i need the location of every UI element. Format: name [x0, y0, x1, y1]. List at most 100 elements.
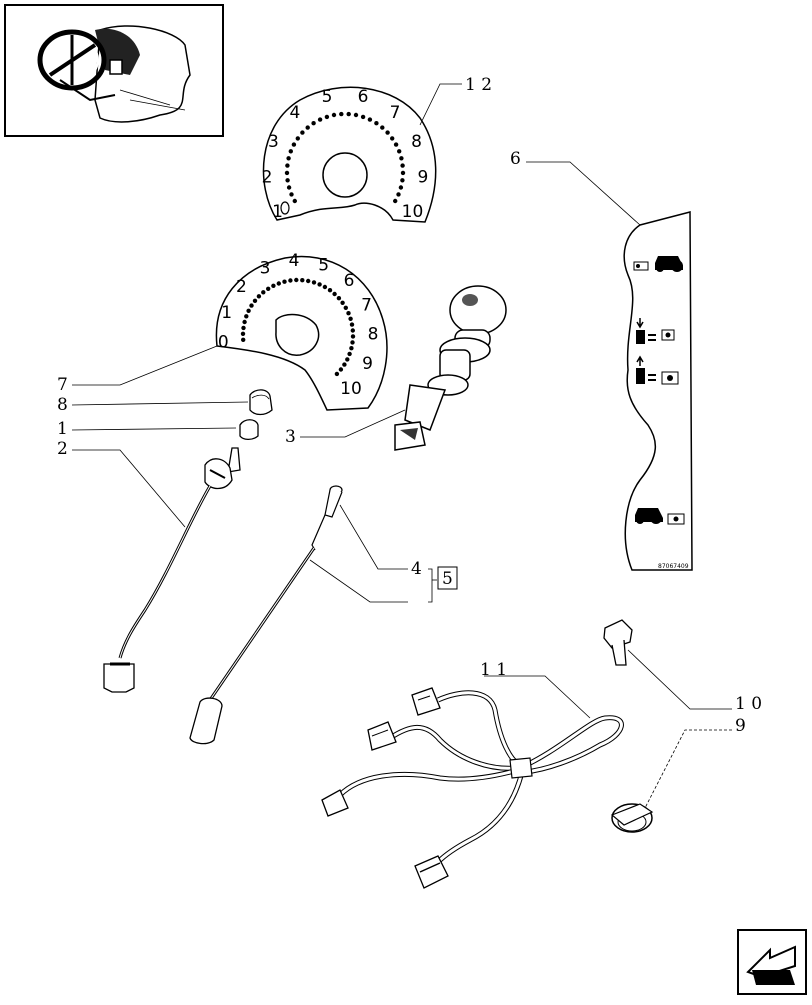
dial-tick-dot [334, 371, 340, 377]
dial-tick-dot [338, 367, 344, 372]
dial-number-label: 6 [344, 271, 355, 291]
dial-tick-dot [374, 121, 379, 126]
dial-tick-dot [340, 300, 345, 305]
dial-number-label: 10 [402, 202, 424, 222]
dial-tick-dot [305, 125, 310, 130]
cap-part-1[interactable] [239, 419, 259, 441]
dial-lower-tick-dots [240, 277, 356, 377]
dial-tick-dot [343, 305, 348, 310]
dial-tick-dot [347, 351, 352, 357]
decal-code: 87067409 [658, 563, 689, 570]
bolt-part-10[interactable] [603, 619, 633, 666]
dial-tick-dot [306, 278, 311, 284]
lift-down-symbol [636, 318, 675, 344]
nav-arrow-icon[interactable] [737, 929, 807, 995]
dial-number-label: 8 [368, 325, 379, 345]
dial-number-label: 1 [272, 202, 283, 222]
dial-tick-dot [266, 286, 271, 291]
hose-clamp-part-9[interactable] [610, 803, 654, 833]
thumbnail-tractor-cab-icon[interactable] [4, 4, 224, 137]
dial-number-label: 0 [218, 333, 229, 353]
dial-tick-dot [300, 278, 305, 283]
dial-tick-dot [336, 296, 342, 301]
dial-tick-dot [261, 290, 266, 295]
callout-11: 1 1 [480, 660, 507, 680]
dial-number-label: 6 [358, 87, 369, 107]
dial-tick-dot [289, 192, 294, 197]
dial-tick-dot [350, 340, 355, 345]
dial-tick-dot [288, 149, 293, 154]
dial-number-label: 2 [236, 277, 247, 297]
dial-tick-dot [400, 163, 405, 168]
sensor-wire-harness[interactable] [103, 447, 241, 693]
dial-tick-dot [242, 319, 247, 325]
dial-tick-dot [400, 170, 406, 176]
dial-tick-dot [349, 322, 355, 327]
dial-upper-tick-dots [284, 111, 406, 204]
dial-tick-dot [393, 198, 398, 204]
dial-number-label: 3 [268, 132, 279, 152]
instrument-decal-panel[interactable]: 87067409 [623, 211, 693, 571]
dial-tick-dot [345, 357, 350, 362]
dial-tick-dot [294, 277, 299, 283]
dial-tick-dot [380, 125, 385, 130]
dial-tick-dot [348, 316, 353, 321]
wiring-harness[interactable] [321, 687, 624, 889]
dial-tick-dot [346, 111, 351, 117]
dial-tick-dot [390, 136, 395, 141]
dial-tick-dot [397, 149, 402, 154]
dial-tick-dot [241, 325, 246, 331]
dial-number-label: 4 [289, 103, 300, 123]
dial-number-label: 2 [262, 168, 273, 188]
dial-number-label: 3 [260, 259, 271, 279]
dial-tick-dot [311, 121, 316, 126]
callout-3: 3 [285, 427, 296, 447]
dial-tick-dot [346, 311, 351, 316]
dial-tick-dot [327, 288, 333, 293]
dial-tick-dot [285, 178, 290, 183]
temperature-probe[interactable] [189, 485, 343, 745]
callout-8: 8 [57, 395, 68, 415]
dial-tick-dot [317, 117, 323, 122]
dial-tick-dot [292, 198, 297, 204]
callout-1: 1 [57, 419, 68, 439]
dial-number-label: 5 [322, 87, 333, 107]
dial-number-label: 10 [340, 379, 362, 399]
dial-tick-dot [400, 178, 405, 183]
tractor-icon [655, 256, 683, 272]
dial-tick-dot [396, 192, 401, 197]
dial-number-label: 1 [221, 303, 232, 323]
dial-tick-dot [252, 298, 258, 303]
cap-part-8[interactable] [249, 389, 273, 416]
dial-tick-dot [240, 331, 246, 336]
callout-5: 5 [442, 569, 453, 589]
dial-tick-dot [241, 337, 246, 342]
dial-tick-dot [295, 136, 300, 141]
dial-tick-dot [339, 111, 344, 117]
dial-tick-dot [331, 112, 337, 118]
control-lever-knob[interactable] [394, 285, 507, 451]
callout-12: 1 2 [465, 75, 492, 95]
dial-tick-dot [288, 278, 293, 283]
dial-tick-dot [398, 185, 404, 190]
dial-tick-dot [399, 156, 404, 161]
dial-tick-dot [393, 142, 399, 147]
dial-tick-dot [332, 291, 337, 297]
callout-2: 2 [57, 439, 68, 459]
dial-tick-dot [385, 130, 390, 135]
dial-tick-dot [276, 281, 281, 286]
dial-number-label: 9 [417, 168, 428, 188]
dial-tick-dot [350, 328, 355, 333]
dial-number-label: 7 [390, 103, 401, 123]
dial-tick-dot [353, 112, 359, 118]
tractor-bottom-icon [635, 508, 685, 525]
dial-number-label: 8 [411, 132, 422, 152]
dial-tick-dot [286, 156, 291, 161]
dial-tick-dot [246, 308, 251, 313]
dial-tick-dot [311, 280, 317, 285]
